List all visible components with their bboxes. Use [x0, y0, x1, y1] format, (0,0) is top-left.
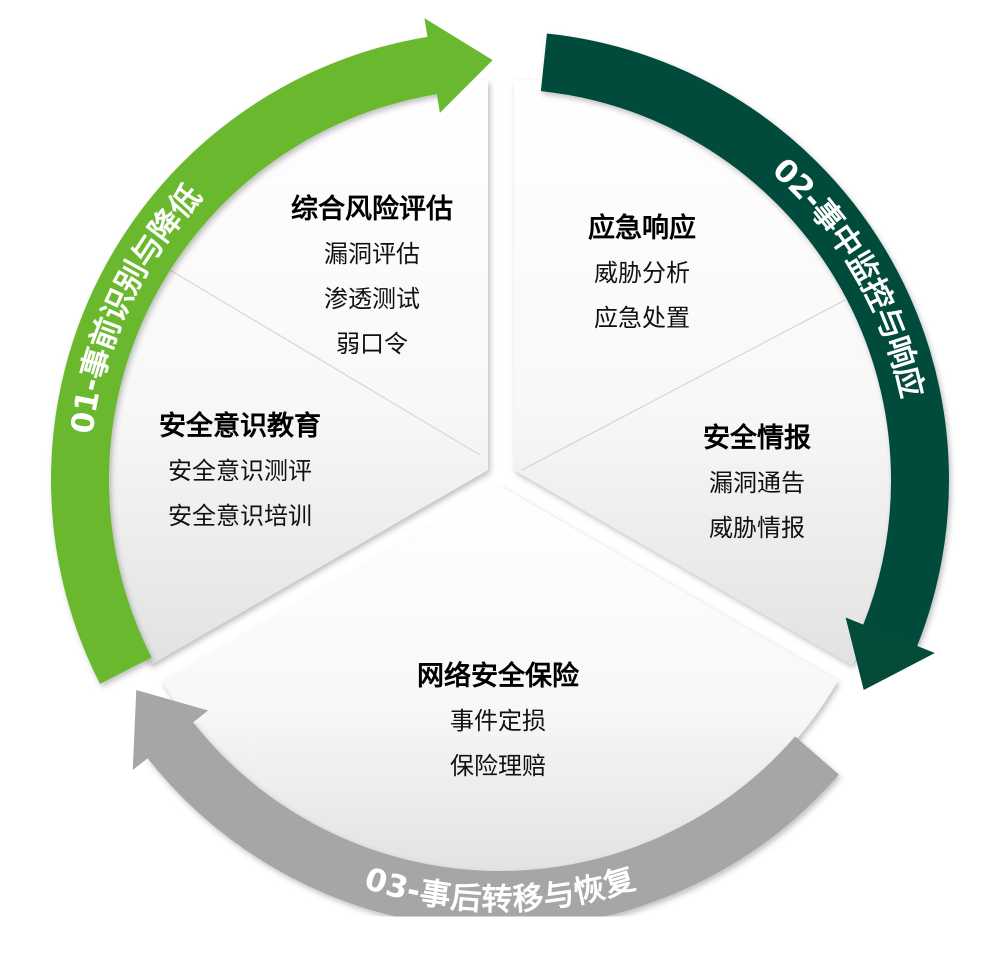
section-insurance: 网络安全保险 事件定损 保险理赔: [417, 655, 579, 789]
section-item: 应急处置: [594, 304, 690, 332]
section-item: 安全意识培训: [168, 502, 312, 530]
section-title: 综合风险评估: [291, 194, 453, 225]
phase-3-arrow-band: [146, 720, 839, 929]
divider-line: [169, 269, 481, 456]
divider-line: [521, 299, 846, 471]
section-intel: 安全情报 漏洞通告 威胁情报: [703, 417, 811, 551]
section-item: 漏洞通告: [709, 469, 805, 497]
section-awareness: 安全意识教育 安全意识测评 安全意识培训: [159, 405, 321, 539]
section-title: 网络安全保险: [417, 661, 579, 692]
section-item: 安全意识测评: [168, 457, 312, 485]
phase-1-arrow-arrowhead-icon: [424, 18, 493, 113]
section-emergency: 应急响应 威胁分析 应急处置: [588, 207, 696, 341]
section-item: 渗透测试: [324, 285, 420, 313]
section-item: 保险理赔: [450, 752, 546, 780]
section-item: 威胁情报: [709, 514, 805, 542]
section-title: 安全意识教育: [159, 411, 321, 442]
section-item: 威胁分析: [594, 259, 690, 287]
section-item: 漏洞评估: [324, 240, 420, 268]
section-risk-assessment: 综合风险评估 漏洞评估 渗透测试 弱口令: [291, 188, 453, 367]
phase-3-arrow-arrowhead-icon: [132, 690, 209, 771]
phase-2-arrow-band: [540, 33, 949, 649]
section-title: 应急响应: [588, 213, 696, 244]
section-item: 事件定损: [450, 707, 546, 735]
section-title: 安全情报: [703, 423, 811, 454]
phase-2-arrow-arrowhead-icon: [845, 617, 935, 690]
section-item: 弱口令: [336, 330, 408, 358]
sector-post-event: [162, 486, 838, 876]
phase-1-arrow-band: [51, 36, 439, 684]
